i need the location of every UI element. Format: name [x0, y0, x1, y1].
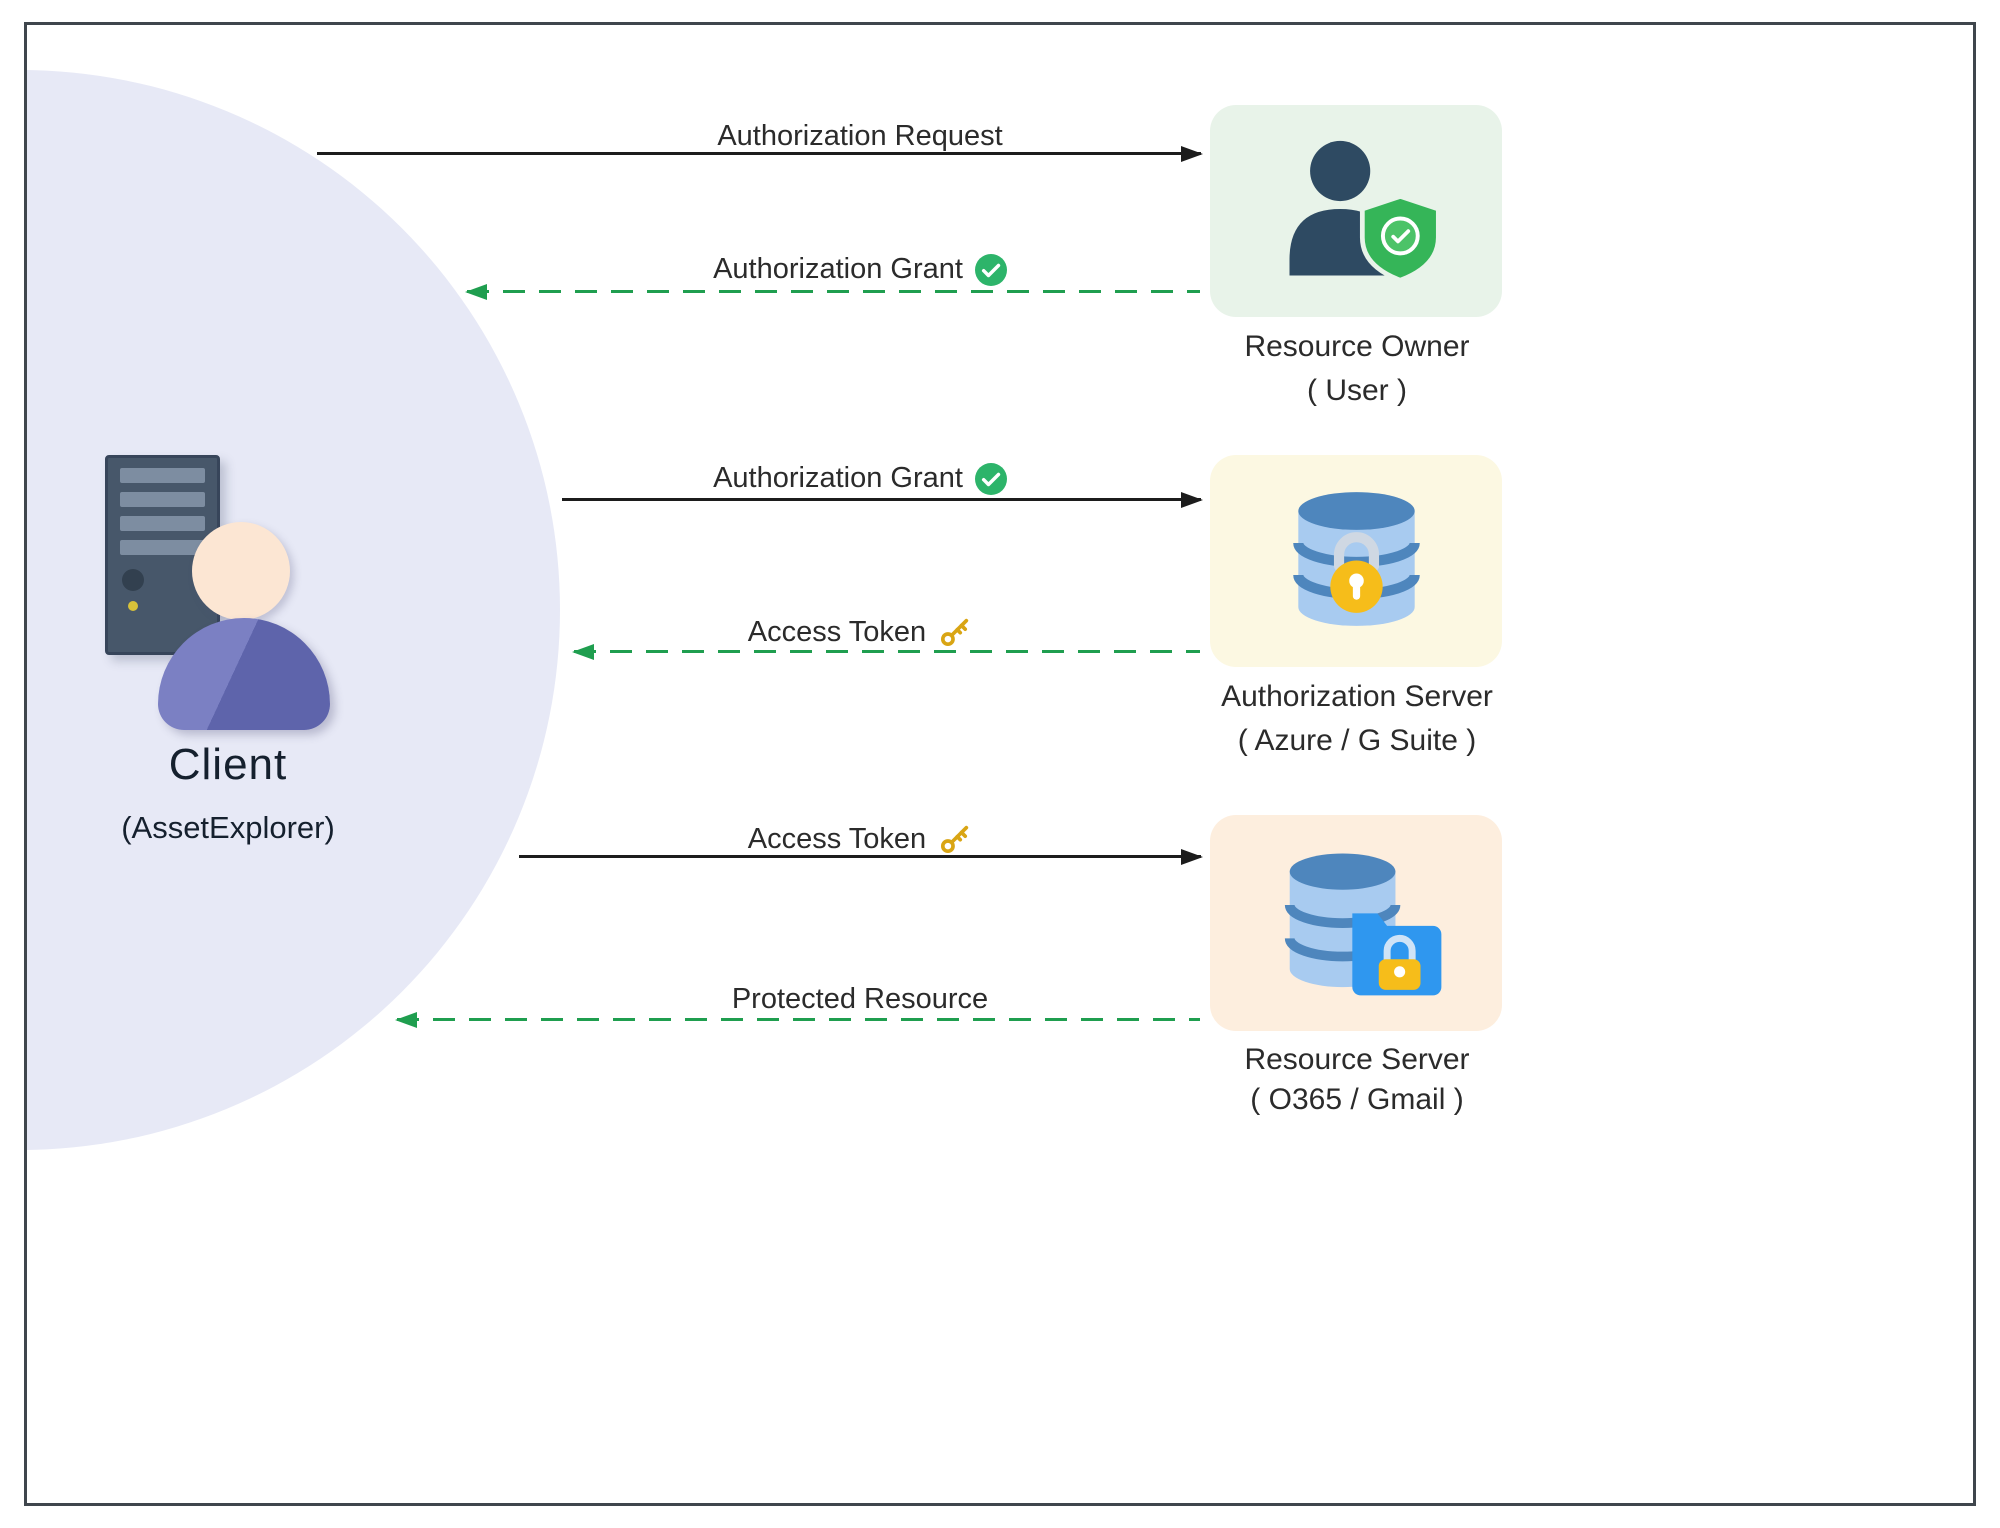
- arrow-label-text: Access Token: [747, 822, 927, 855]
- node-subtitle: ( Azure / G Suite ): [1237, 724, 1477, 757]
- key-icon: [938, 822, 972, 856]
- arrowhead-right-icon: [1181, 848, 1203, 865]
- node-subtitle: ( O365 / Gmail ): [1250, 1083, 1464, 1116]
- node-title: Resource Owner: [1244, 330, 1470, 363]
- arrow-label-authorization-request: Authorization Request: [580, 120, 1140, 153]
- arrow-label-access-token-return: Access Token: [580, 615, 1140, 649]
- arrow-label-text: Authorization Grant: [713, 253, 963, 285]
- diagram-frame: Client (AssetExplorer) Authorization Req…: [24, 22, 1976, 1506]
- client-subtitle: (AssetExplorer): [121, 810, 335, 845]
- arrow-label-authorization-grant: Authorization Grant: [580, 462, 1140, 495]
- node-authorization-server: [1210, 455, 1502, 667]
- arrow-label-text: Protected Resource: [731, 983, 989, 1015]
- arrow-authorization-grant-return: [465, 283, 1200, 300]
- node-label-authorization-server: Authorization Server ( Azure / G Suite ): [1167, 675, 1547, 763]
- arrowhead-right-icon: [1181, 145, 1203, 162]
- check-badge-icon: [974, 253, 1007, 286]
- arrow-access-token: [519, 848, 1203, 865]
- node-subtitle: ( User ): [1307, 374, 1407, 407]
- arrow-label-text: Access Token: [747, 615, 927, 648]
- server-slat: [120, 516, 205, 531]
- node-title: Authorization Server: [1221, 680, 1493, 713]
- arrow-authorization-grant: [562, 491, 1203, 508]
- arrow-label-protected-resource: Protected Resource: [580, 983, 1140, 1016]
- database-lock-icon: [1269, 479, 1444, 644]
- node-resource-owner: [1210, 105, 1502, 317]
- node-label-resource-owner: Resource Owner ( User ): [1167, 325, 1547, 413]
- check-badge-icon: [974, 462, 1007, 495]
- node-title: Resource Server: [1244, 1043, 1470, 1076]
- node-resource-server: [1210, 815, 1502, 1031]
- arrow-protected-resource: [395, 1011, 1200, 1028]
- server-led-dot: [128, 601, 138, 611]
- client-user-icon: [192, 522, 290, 620]
- arrowhead-left-icon: [395, 1011, 417, 1028]
- user-shield-icon: [1261, 129, 1451, 294]
- arrow-label-text: Authorization Grant: [713, 462, 963, 494]
- arrowhead-left-icon: [465, 283, 487, 300]
- arrowhead-right-icon: [1181, 491, 1203, 508]
- arrow-authorization-request: [317, 145, 1203, 162]
- arrow-label-access-token: Access Token: [580, 822, 1140, 856]
- database-folder-lock-icon: [1264, 841, 1449, 1006]
- server-slat: [120, 540, 205, 555]
- arrow-label-authorization-grant-return: Authorization Grant: [580, 253, 1140, 286]
- arrow-access-token-return: [572, 643, 1200, 660]
- node-label-resource-server: Resource Server ( O365 / Gmail ): [1167, 1040, 1547, 1120]
- client-title: Client: [168, 740, 288, 789]
- server-drive-dot: [122, 569, 144, 591]
- arrowhead-left-icon: [572, 643, 594, 660]
- key-icon: [938, 615, 972, 649]
- arrow-label-text: Authorization Request: [717, 120, 1003, 152]
- server-slat: [120, 492, 205, 507]
- server-slat: [120, 468, 205, 483]
